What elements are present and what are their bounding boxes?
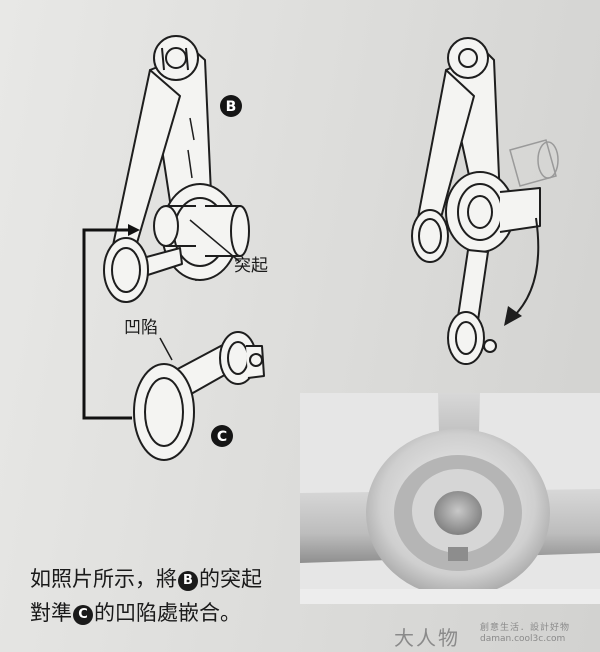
badge-b-label: B [226, 99, 237, 115]
protrusion-leader [189, 219, 241, 263]
part-b-drawing [103, 35, 250, 303]
caption-line-2-start: 對準 [30, 601, 72, 625]
badge-c [211, 425, 233, 447]
closeup-photo-graphic [300, 393, 600, 604]
caption-badge-b: B [178, 571, 198, 591]
rotation-arrowhead [504, 306, 522, 326]
rotation-ghost [509, 139, 559, 187]
caption-line-1-start: 如照片所示，將 [30, 567, 177, 591]
badge-c-label: C [217, 429, 227, 445]
connector-line [82, 228, 136, 420]
recess-label: 凹陷 [124, 318, 158, 338]
caption-badge-c: C [73, 605, 93, 625]
connector-arrowhead [128, 224, 140, 236]
watermark-slogan: 創意生活．設計好物 [480, 623, 571, 633]
badge-b [220, 95, 242, 117]
rotation-arrow [511, 217, 540, 319]
part-c-drawing [133, 331, 265, 461]
caption-line-2-end: 的凹陷處嵌合。 [94, 601, 241, 625]
recess-leader [159, 337, 173, 361]
watermark: 大人物 創意生活．設計好物 daman.cool3c.com [394, 622, 569, 651]
watermark-name: 大人物 [394, 626, 460, 650]
protrusion-label: 突起 [234, 256, 268, 276]
watermark-url: daman.cool3c.com [480, 634, 566, 644]
assembled-drawing [411, 37, 541, 365]
caption-line-1-end: 的突起 [199, 567, 262, 591]
closeup-photo [300, 393, 600, 604]
